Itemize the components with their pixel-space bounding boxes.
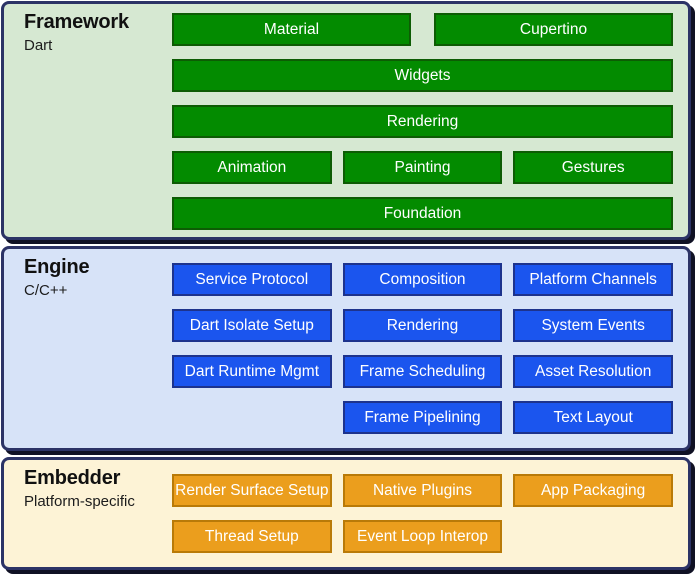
framework-box-gestures: Gestures [513, 151, 673, 184]
engine-box-platform-channels: Platform Channels [513, 263, 673, 296]
framework-box-widgets: Widgets [172, 59, 673, 92]
engine-box-rendering: Rendering [342, 309, 503, 342]
framework-box-rendering: Rendering [172, 105, 673, 138]
framework-row-4: Animation Painting Gestures [172, 151, 673, 184]
framework-row-3: Rendering [172, 105, 673, 138]
embedder-section: Embedder Platform-specific Render Surfac… [1, 457, 691, 570]
framework-row-2: Widgets [172, 59, 673, 92]
engine-row-3: Dart Runtime Mgmt Frame Scheduling Asset… [172, 355, 673, 388]
framework-subtitle: Dart [24, 37, 53, 54]
framework-label-zone: Framework Dart [4, 4, 172, 237]
embedder-title: Embedder [24, 467, 121, 489]
embedder-box-app-packaging: App Packaging [513, 474, 673, 507]
engine-box-asset-resolution: Asset Resolution [513, 355, 673, 388]
framework-title: Framework [24, 11, 129, 33]
embedder-label-zone: Embedder Platform-specific [4, 460, 172, 567]
framework-box-material: Material [172, 13, 411, 46]
engine-subtitle: C/C++ [24, 282, 68, 299]
engine-box-dart-runtime-mgmt: Dart Runtime Mgmt [172, 355, 332, 388]
embedder-boxes: Render Surface Setup Native Plugins App … [172, 460, 688, 567]
engine-row-2: Dart Isolate Setup Rendering System Even… [172, 309, 673, 342]
embedder-box-thread-setup: Thread Setup [172, 520, 332, 553]
framework-row-5: Foundation [172, 197, 673, 230]
embedder-box-native-plugins: Native Plugins [342, 474, 503, 507]
engine-title: Engine [24, 256, 90, 278]
engine-row-1: Service Protocol Composition Platform Ch… [172, 263, 673, 296]
embedder-row-2: Thread Setup Event Loop Interop [172, 520, 673, 553]
engine-boxes: Service Protocol Composition Platform Ch… [172, 249, 688, 448]
engine-box-service-protocol: Service Protocol [172, 263, 332, 296]
framework-box-animation: Animation [172, 151, 332, 184]
engine-box-frame-pipelining: Frame Pipelining [342, 401, 503, 434]
engine-label-zone: Engine C/C++ [4, 249, 172, 448]
engine-section: Engine C/C++ Service Protocol Compositio… [1, 246, 691, 451]
framework-section: Framework Dart Material Cupertino Widget… [1, 1, 691, 240]
engine-box-composition: Composition [342, 263, 503, 296]
embedder-box-render-surface-setup: Render Surface Setup [172, 474, 332, 507]
embedder-row-1: Render Surface Setup Native Plugins App … [172, 474, 673, 507]
framework-row-1: Material Cupertino [172, 13, 673, 46]
engine-box-text-layout: Text Layout [513, 401, 673, 434]
engine-box-dart-isolate-setup: Dart Isolate Setup [172, 309, 332, 342]
embedder-box-event-loop-interop: Event Loop Interop [342, 520, 503, 553]
engine-box-frame-scheduling: Frame Scheduling [342, 355, 503, 388]
framework-box-cupertino: Cupertino [434, 13, 673, 46]
engine-row-4: Frame Pipelining Text Layout [172, 401, 673, 434]
engine-box-system-events: System Events [513, 309, 673, 342]
embedder-subtitle: Platform-specific [24, 493, 135, 510]
framework-box-foundation: Foundation [172, 197, 673, 230]
framework-box-painting: Painting [342, 151, 503, 184]
framework-boxes: Material Cupertino Widgets Rendering Ani… [172, 4, 688, 237]
